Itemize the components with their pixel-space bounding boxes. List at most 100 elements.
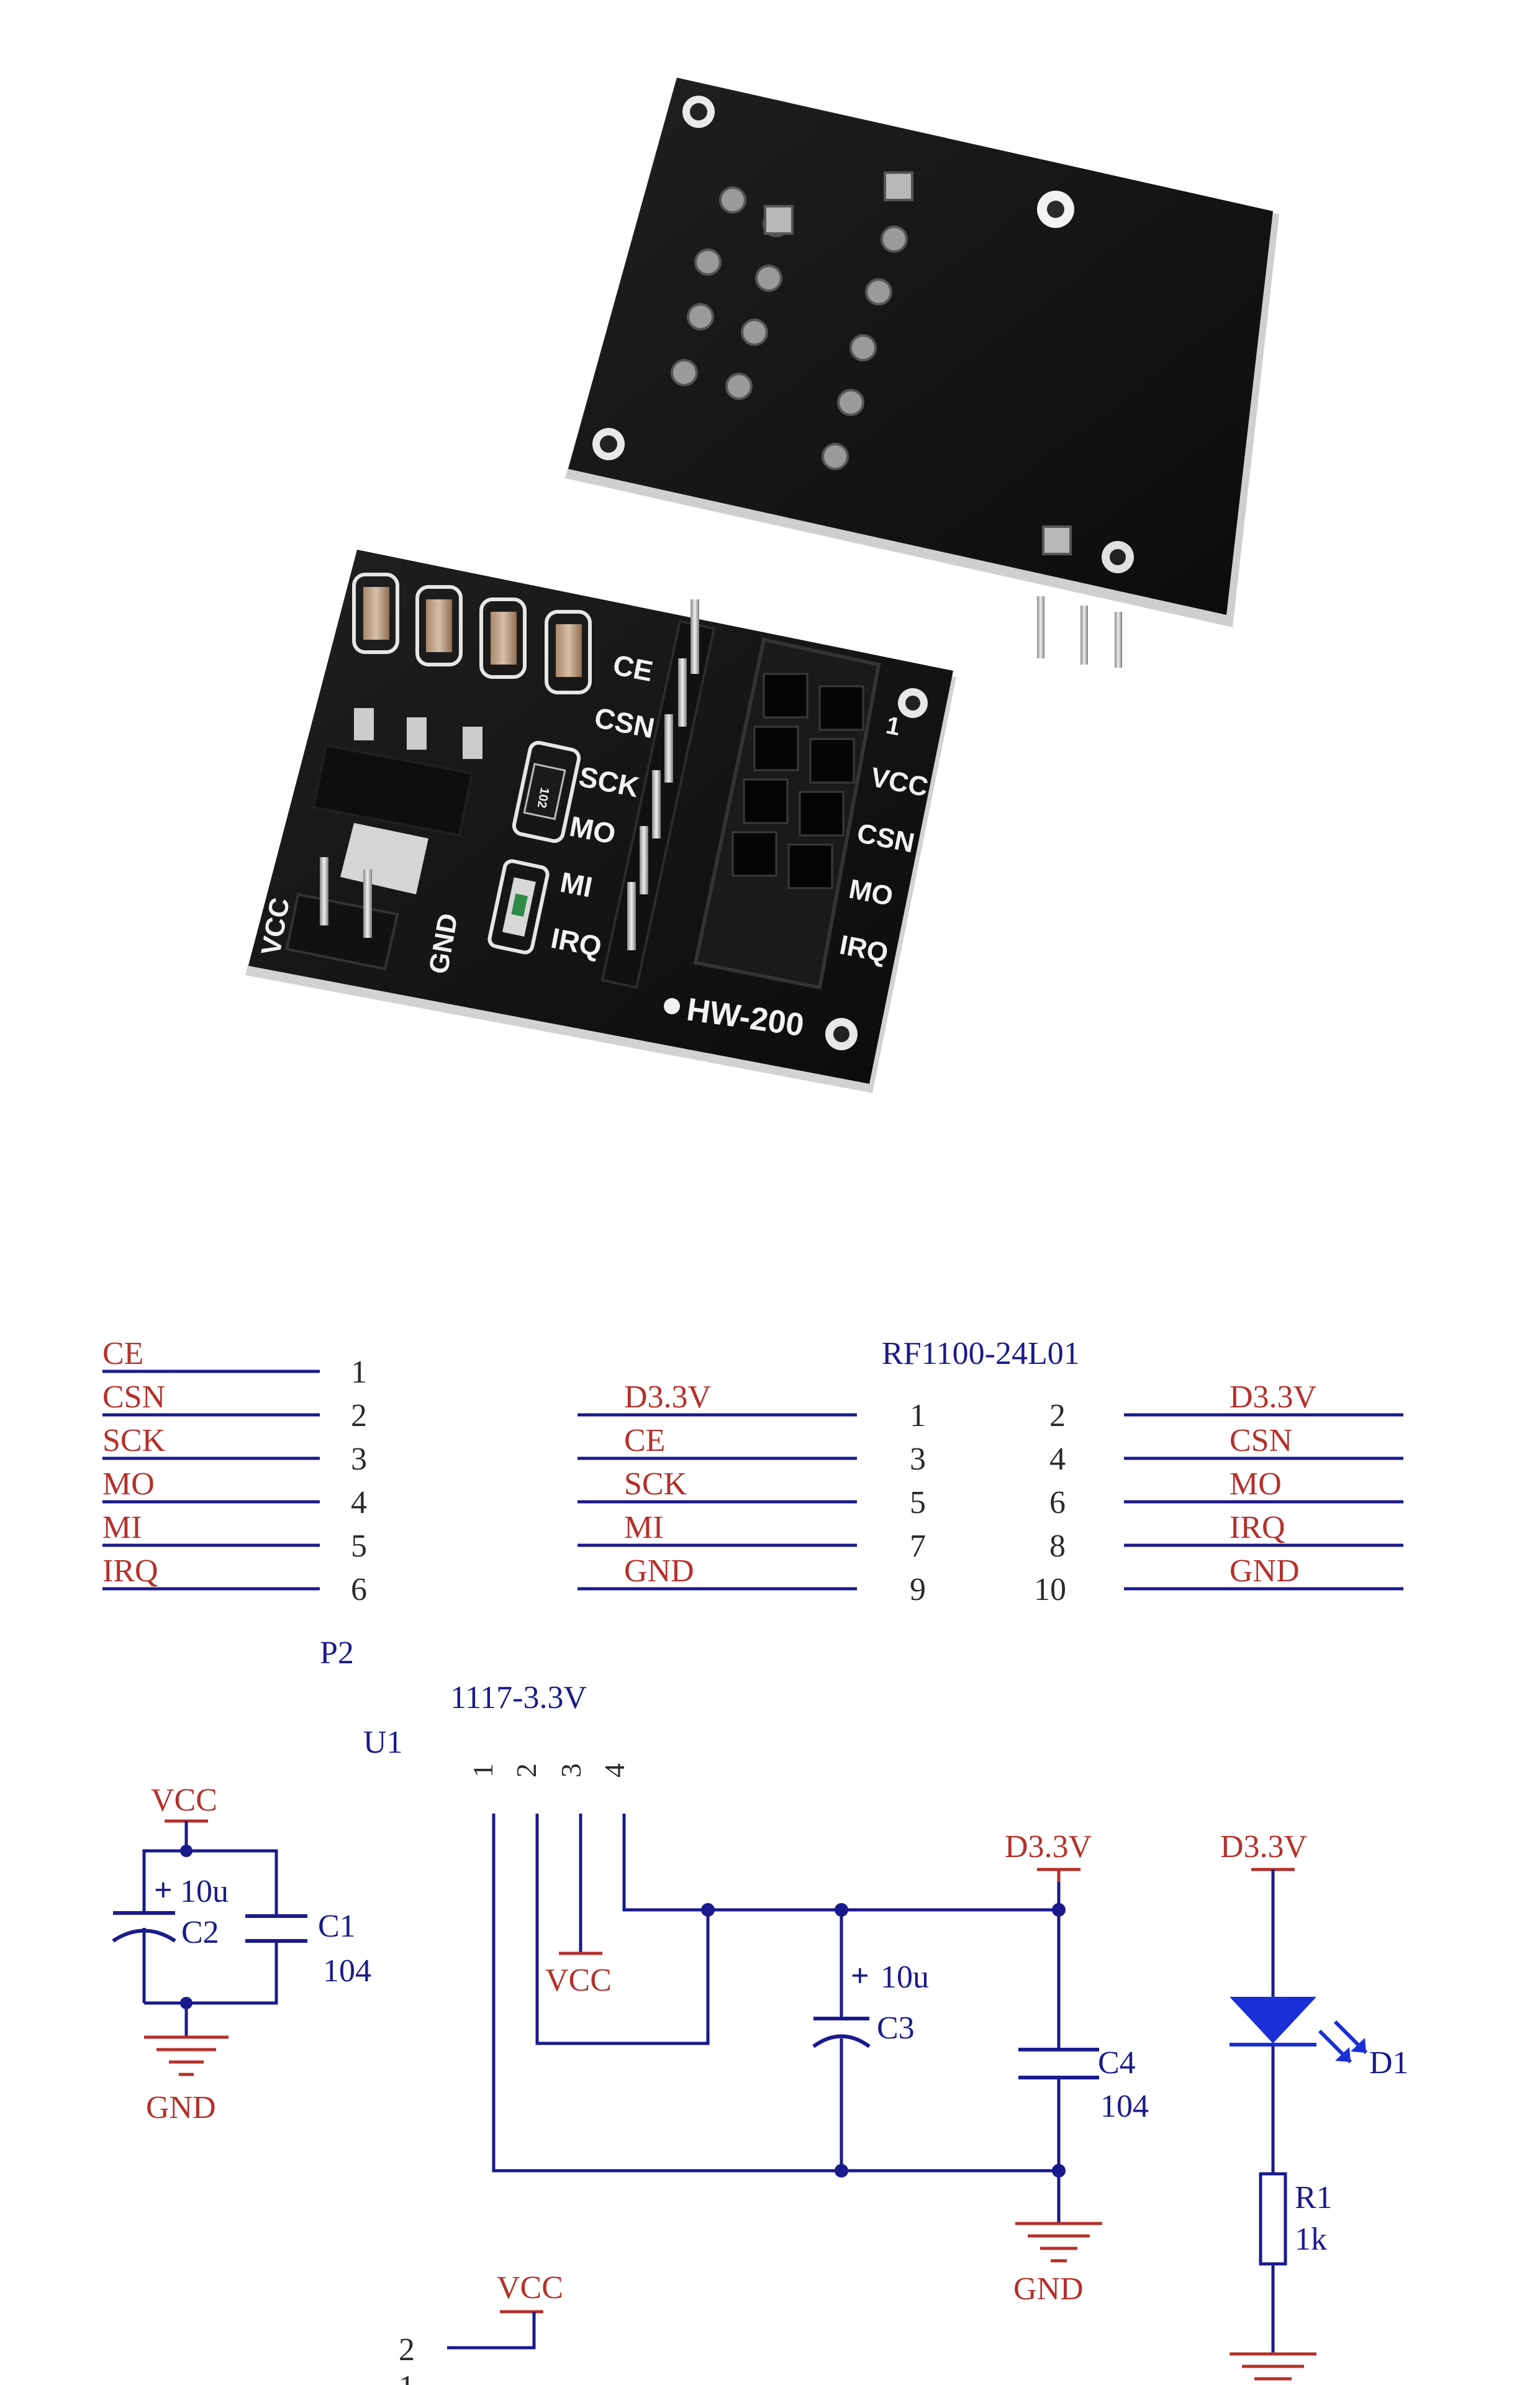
bottom-pin-number: 2 xyxy=(399,2332,415,2368)
rf-right-pin-name: CSN xyxy=(1230,1423,1292,1458)
capacitor-c3: + 10u C3 xyxy=(812,1958,929,2048)
socket-2x4 xyxy=(693,637,881,990)
p2-pin-number: 4 xyxy=(351,1485,367,1520)
rf-right-pin-number: 4 xyxy=(1049,1442,1066,1477)
voltage-regulator xyxy=(312,708,482,894)
led-branch: D3.3V D1 R1 1k xyxy=(1220,1829,1409,2381)
junction-dots xyxy=(701,1903,1066,2178)
regulator-u1: 1117-3.3V U1 1 2 3 4 xyxy=(363,1680,630,1778)
rf-left-pin-name: SCK xyxy=(624,1466,687,1502)
smd-resistor: 102 xyxy=(512,740,581,843)
c1-value: 104 xyxy=(323,1953,371,1989)
rf-right-pin-name: IRQ xyxy=(1230,1510,1285,1545)
junction-dot xyxy=(701,1903,715,1917)
board-back-pcb xyxy=(568,78,1273,615)
smd-led xyxy=(487,859,550,955)
d33-symbol-c4: D3.3V xyxy=(1005,1829,1092,1882)
c4-value: 104 xyxy=(1100,2089,1149,2124)
bottom-connector: VCC 2 1 xyxy=(399,2270,563,2385)
junction-dot xyxy=(1052,1903,1066,1917)
board-front-photo: 102 CE CSN SCK MO MI IRQ xyxy=(245,550,956,1093)
rf-left-pin-name: D3.3V xyxy=(624,1379,711,1415)
back-board-pins xyxy=(1037,596,1122,668)
rf-left-pin-name: CE xyxy=(624,1423,665,1458)
gnd-label: GND xyxy=(1013,2271,1084,2307)
resistor-r1-body xyxy=(1259,2172,1287,2266)
gnd-symbol-c4 xyxy=(1015,2222,1102,2263)
rf-right-pin-number: 8 xyxy=(1049,1529,1066,1564)
junction-dot xyxy=(180,1997,192,2009)
vcc-label: VCC xyxy=(151,1783,217,1818)
rf-right-pin-number: 10 xyxy=(1034,1572,1066,1607)
p2-connector: CE CSN SCK MO MI IRQ 1 2 3 4 5 6 P2 xyxy=(102,1336,367,1671)
c3-value: 10u xyxy=(881,1960,929,1995)
c4-ref: C4 xyxy=(1098,2045,1136,2081)
rf-right-pin-name: D3.3V xyxy=(1230,1379,1316,1415)
silk-label-ce: CE xyxy=(610,648,656,688)
rf-left-pin-number: 1 xyxy=(910,1398,926,1433)
bottom-pin-number: 1 xyxy=(399,2369,415,2385)
vcc-label: VCC xyxy=(545,1963,612,1998)
rf-left-pin-number: 5 xyxy=(910,1485,926,1520)
p2-pin-name: SCK xyxy=(102,1423,166,1458)
d33-label: D3.3V xyxy=(1220,1829,1307,1865)
rf-left-pin-name: MI xyxy=(624,1510,664,1545)
junction-dot xyxy=(180,1845,192,1857)
c2-plus: + xyxy=(154,1873,173,1908)
rf-module-connector: RF1100-24L01 D3.3V CE SCK MI GND D3.3V xyxy=(578,1336,1403,1607)
pin1-dot xyxy=(664,998,680,1014)
c3-plus: + xyxy=(851,1958,869,1994)
d33-label: D3.3V xyxy=(1005,1829,1092,1865)
p2-pin-name: CSN xyxy=(102,1379,165,1415)
regulator-wiring xyxy=(492,1814,1061,2224)
smd-capacitors xyxy=(352,573,592,694)
d1-ref: D1 xyxy=(1369,2045,1409,2081)
p2-pin-number: 3 xyxy=(351,1442,367,1477)
board-back-photo xyxy=(565,78,1279,668)
p2-pin-number: 6 xyxy=(351,1572,367,1607)
junction-dot xyxy=(835,1903,848,1917)
schematic: CE CSN SCK MO MI IRQ 1 2 3 4 5 6 P2 RF11… xyxy=(102,1336,1409,2385)
u1-ref-label: U1 xyxy=(363,1725,403,1760)
junction-dot xyxy=(1052,2164,1066,2178)
c3-ref: C3 xyxy=(877,2010,915,2046)
p2-pin-number: 2 xyxy=(351,1398,367,1433)
solder-pads xyxy=(671,171,1072,555)
p2-pin-name: MO xyxy=(102,1466,155,1502)
capacitor-c4: C4 104 xyxy=(1018,2045,1149,2124)
junction-dot xyxy=(835,2164,848,2178)
led-d1-triangle xyxy=(1230,1997,1316,2043)
c2-value: 10u xyxy=(180,1874,229,1909)
rf-right-pin-name: GND xyxy=(1230,1553,1300,1589)
u1-part-label: 1117-3.3V xyxy=(450,1680,587,1715)
gnd-label: GND xyxy=(146,2090,216,2125)
r1-value: 1k xyxy=(1295,2222,1327,2257)
rf-left-pin-number: 9 xyxy=(910,1572,926,1607)
u1-pin-number: 4 xyxy=(599,1763,630,1778)
p2-pin-name: IRQ xyxy=(102,1553,158,1589)
rf-right-pin-number: 6 xyxy=(1049,1485,1066,1520)
p2-pin-name: CE xyxy=(102,1336,143,1371)
rf-right-pin-name: MO xyxy=(1230,1466,1282,1502)
vcc-label: VCC xyxy=(497,2270,563,2306)
p2-ref: P2 xyxy=(320,1635,354,1671)
pin-header-6 xyxy=(600,599,716,989)
vcc-symbol-u1: VCC xyxy=(545,1951,612,1998)
c2-ref: C2 xyxy=(181,1915,219,1950)
u1-pin-number: 1 xyxy=(467,1763,499,1778)
silk-label-mi: MI xyxy=(558,866,595,904)
rf-left-pin-number: 7 xyxy=(910,1529,926,1564)
u1-pin-number: 2 xyxy=(510,1763,542,1778)
input-capacitors: VCC + 10u C2 C1 104 xyxy=(112,1783,371,2125)
rf-right-pin-number: 2 xyxy=(1049,1398,1066,1433)
u1-pin-number: 3 xyxy=(555,1763,587,1778)
p2-pin-number: 5 xyxy=(351,1529,367,1564)
c1-ref: C1 xyxy=(318,1909,356,1944)
p2-pin-number: 1 xyxy=(351,1355,367,1390)
rf-left-pin-number: 3 xyxy=(910,1442,926,1477)
rf-left-pin-name: GND xyxy=(624,1553,694,1589)
r1-ref: R1 xyxy=(1295,2180,1333,2215)
rf-module-title: RF1100-24L01 xyxy=(882,1336,1080,1371)
p2-pin-name: MI xyxy=(102,1510,142,1545)
